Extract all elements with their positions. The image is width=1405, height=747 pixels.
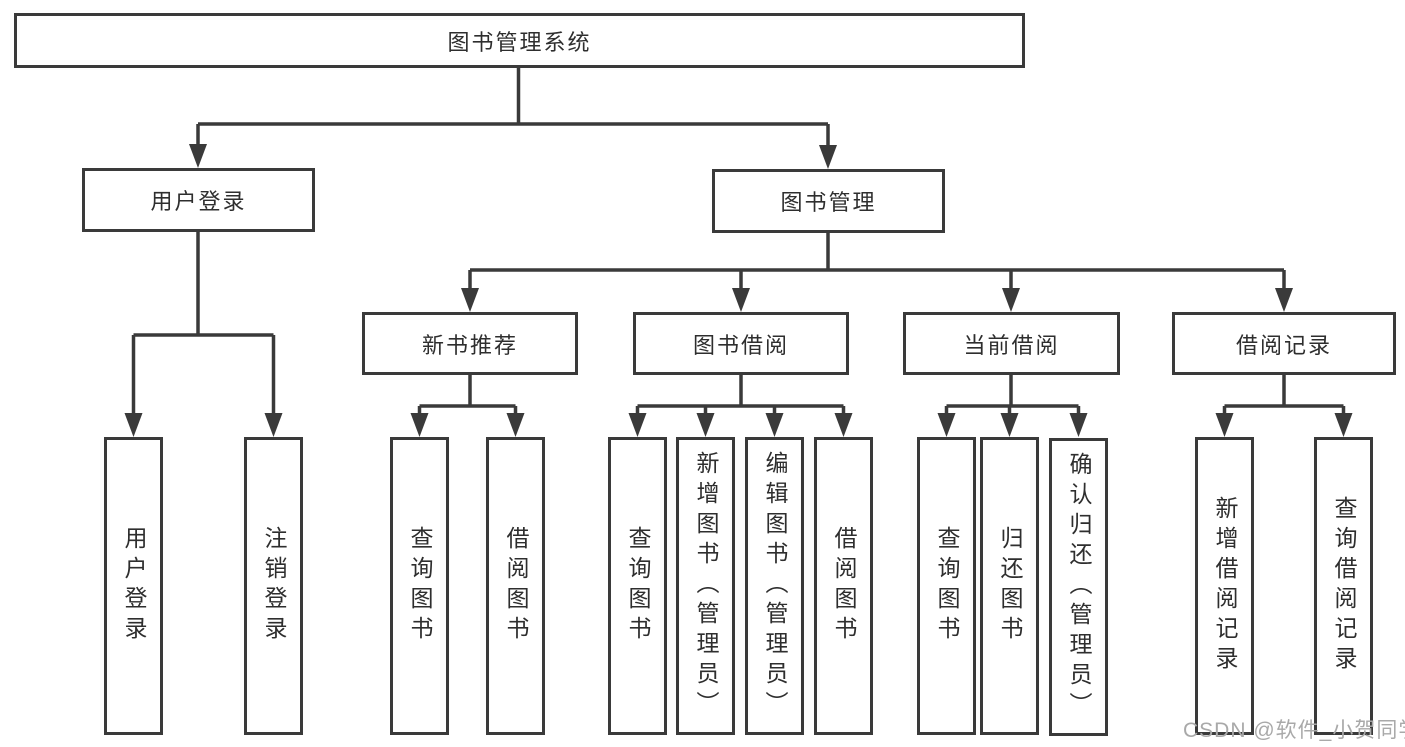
leaf-user-login: 用户登录 <box>104 437 163 735</box>
leaf-edit-book-admin: 编辑图书（管理员） <box>745 437 804 735</box>
node-root: 图书管理系统 <box>14 13 1025 68</box>
leaf-borrow-books: 借阅图书 <box>814 437 873 735</box>
leaf-return-book: 归还图书 <box>980 437 1039 735</box>
leaf-add-borrow-record: 新增借阅记录 <box>1195 437 1254 735</box>
leaf-query-books-borrow: 查询图书 <box>608 437 667 735</box>
leaf-logout: 注销登录 <box>244 437 303 735</box>
leaf-query-books-current: 查询图书 <box>917 437 976 735</box>
leaf-query-borrow-record: 查询借阅记录 <box>1314 437 1373 735</box>
node-new-book-recommend: 新书推荐 <box>362 312 578 375</box>
leaf-confirm-return-admin: 确认归还（管理员） <box>1049 438 1108 736</box>
leaf-query-books-recommend: 查询图书 <box>390 437 449 735</box>
node-borrow-records: 借阅记录 <box>1172 312 1396 375</box>
node-user-login: 用户登录 <box>82 168 315 232</box>
node-book-management: 图书管理 <box>712 169 945 233</box>
node-current-borrow: 当前借阅 <box>903 312 1120 375</box>
watermark: CSDN @软件_小贺同学 <box>1183 719 1405 742</box>
leaf-borrow-books-recommend: 借阅图书 <box>486 437 545 735</box>
leaf-add-book-admin: 新增图书（管理员） <box>676 437 735 735</box>
node-book-borrow: 图书借阅 <box>633 312 849 375</box>
